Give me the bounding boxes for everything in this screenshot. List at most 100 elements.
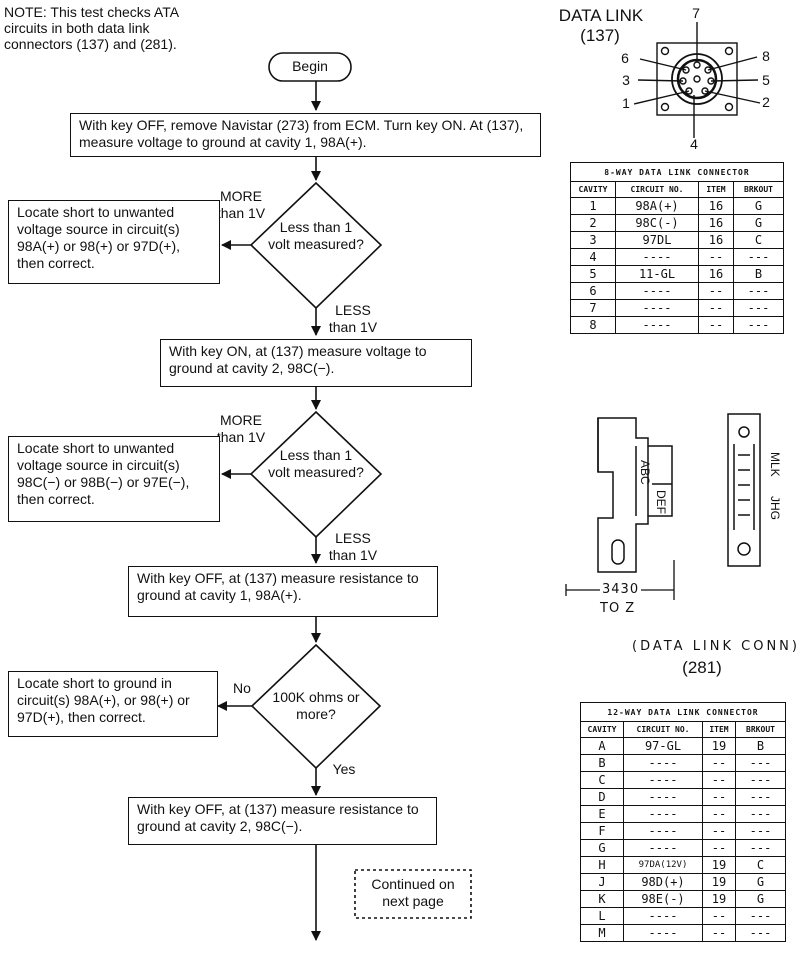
decision-3-no-label: No <box>233 680 251 696</box>
connector-281-right-label-top: MLK <box>768 452 782 477</box>
table-12-cell-circuit: ---- <box>623 839 703 857</box>
table-12-cell-cavity: H <box>580 856 624 874</box>
table-12-cell-circuit: ---- <box>623 822 703 840</box>
continued-box-frame <box>354 869 472 919</box>
table-8-cell-cavity: 2 <box>570 214 616 232</box>
table-12-cell-item: -- <box>702 822 736 840</box>
table-12-cell-cavity: D <box>580 788 624 806</box>
table-8-cell-circuit: 97DL <box>615 231 699 249</box>
table-12-cell-brkout: G <box>735 873 786 891</box>
table-12-cell-cavity: G <box>580 839 624 857</box>
table-12-cell-circuit: ---- <box>623 907 703 925</box>
table-8-cell-cavity: 7 <box>570 299 616 317</box>
table-8-cell-cavity: 5 <box>570 265 616 283</box>
connector-281-ref: (281) <box>682 658 722 677</box>
table-12-cell-item: -- <box>702 754 736 772</box>
table-8-cell-circuit: 98C(-) <box>615 214 699 232</box>
pin-6-label: 6 <box>621 50 629 66</box>
decision-1-less-label: LESS than 1V <box>328 302 378 335</box>
table-12-cell-circuit: ---- <box>623 924 703 942</box>
table-8-cell-brkout: --- <box>733 282 784 300</box>
table-12-header-brkout: BRKOUT <box>735 721 786 738</box>
table-8-cell-item: -- <box>698 282 734 300</box>
table-12-cell-cavity: E <box>580 805 624 823</box>
pin-1-label: 1 <box>622 95 630 111</box>
table-12-cell-item: -- <box>702 771 736 789</box>
table-12-cell-item: -- <box>702 924 736 942</box>
table-8-cell-item: -- <box>698 316 734 334</box>
table-12-cell-cavity: J <box>580 873 624 891</box>
table-8-title: 8-WAY DATA LINK CONNECTOR <box>570 162 784 182</box>
table-12-cell-brkout: --- <box>735 771 786 789</box>
table-8-cell-item: 16 <box>698 231 734 249</box>
dimension-to: TO Z <box>600 601 636 616</box>
table-8-header-brkout: BRKOUT <box>733 181 784 198</box>
table-8-cell-circuit: ---- <box>615 282 699 300</box>
table-8-way: 8-WAY DATA LINK CONNECTOR CAVITY CIRCUIT… <box>570 162 784 334</box>
table-12-cell-brkout: B <box>735 737 786 755</box>
table-12-cell-circuit: ---- <box>623 771 703 789</box>
table-8-row: 4--------- <box>570 248 784 266</box>
table-12-cell-brkout: --- <box>735 822 786 840</box>
table-12-cell-circuit: ---- <box>623 805 703 823</box>
connector-281-right-drawing <box>727 413 761 567</box>
table-8-cell-brkout: G <box>733 197 784 215</box>
pin-4-label: 4 <box>690 136 698 152</box>
table-8-cell-item: 16 <box>698 197 734 215</box>
table-12-row: D--------- <box>580 788 786 806</box>
table-12-cell-item: -- <box>702 788 736 806</box>
table-8-cell-item: -- <box>698 299 734 317</box>
table-12-cell-circuit: 98E(-) <box>623 890 703 908</box>
table-12-cell-item: -- <box>702 839 736 857</box>
table-12-cell-cavity: K <box>580 890 624 908</box>
table-8-cell-brkout: --- <box>733 248 784 266</box>
decision-1-text: Less than 1 volt measured? <box>268 219 364 252</box>
table-12-row: M--------- <box>580 924 786 942</box>
connector-281-left-drawing <box>597 417 673 573</box>
table-12-cell-item: 19 <box>702 873 736 891</box>
table-12-cell-cavity: M <box>580 924 624 942</box>
table-12-cell-circuit: 97DA(12V) <box>623 856 703 874</box>
decision-3-text: 100K ohms or more? <box>272 689 360 722</box>
continued-label: Continued on next page <box>371 876 455 909</box>
table-8-cell-cavity: 6 <box>570 282 616 300</box>
fix-2-box: Locate short to unwanted voltage source … <box>8 436 220 522</box>
dimension-value: 3430 <box>600 582 642 597</box>
table-8-cell-item: 16 <box>698 265 734 283</box>
data-link-ref-137: (137) <box>580 26 620 45</box>
table-8-cell-circuit: ---- <box>615 299 699 317</box>
table-8-header-cavity: CAVITY <box>570 181 616 198</box>
pin-2-label: 2 <box>762 94 770 110</box>
decision-1-more-label: MORE than 1V <box>216 188 266 221</box>
table-8-row: 8--------- <box>570 316 784 334</box>
table-12-cell-item: 19 <box>702 737 736 755</box>
step-4-box: With key OFF, at (137) measure resistanc… <box>128 797 437 845</box>
step-2-box: With key ON, at (137) measure voltage to… <box>160 339 472 387</box>
table-12-title: 12-WAY DATA LINK CONNECTOR <box>580 702 786 722</box>
table-8-cell-brkout: B <box>733 265 784 283</box>
table-12-row: F--------- <box>580 822 786 840</box>
table-8-cell-brkout: C <box>733 231 784 249</box>
table-8-cell-cavity: 1 <box>570 197 616 215</box>
table-12-cell-brkout: C <box>735 856 786 874</box>
pin-5-label: 5 <box>762 72 770 88</box>
table-12-cell-circuit: ---- <box>623 754 703 772</box>
table-8-cell-item: 16 <box>698 214 734 232</box>
table-8-cell-circuit: 11-GL <box>615 265 699 283</box>
table-12-cell-item: 19 <box>702 890 736 908</box>
table-12-cell-item: -- <box>702 805 736 823</box>
begin-label: Begin <box>292 58 328 74</box>
pin-8-label: 8 <box>762 48 770 64</box>
table-12-cell-circuit: 97-GL <box>623 737 703 755</box>
fix-3-box: Locate short to ground in circuit(s) 98A… <box>8 671 218 737</box>
table-12-cell-circuit: 98D(+) <box>623 873 703 891</box>
connector-281-left-label-top: ABC <box>638 460 652 485</box>
table-12-cell-cavity: C <box>580 771 624 789</box>
